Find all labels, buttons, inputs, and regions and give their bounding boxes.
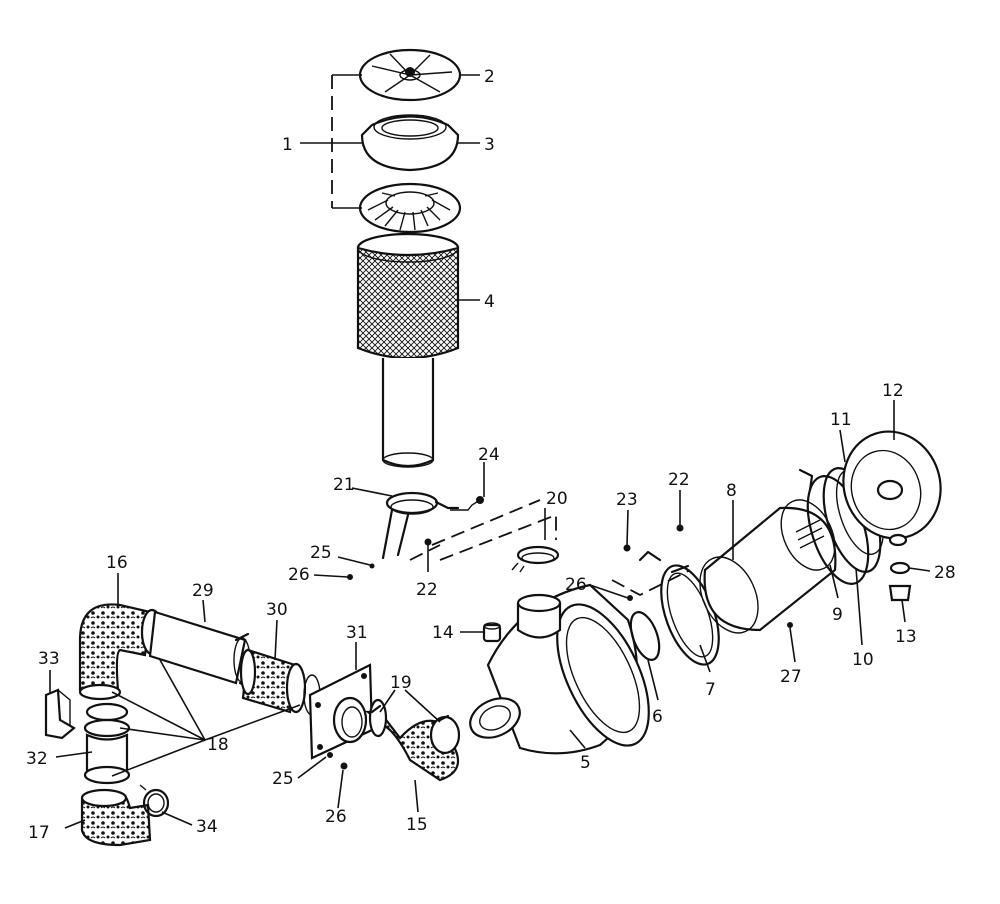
callout-25b: 25 bbox=[272, 769, 294, 789]
callout-32: 32 bbox=[26, 749, 48, 769]
callout-26a: 26 bbox=[288, 565, 310, 585]
callout-29: 29 bbox=[192, 581, 214, 601]
elbow-17 bbox=[80, 788, 152, 847]
callout-18: 18 bbox=[207, 735, 229, 755]
callout-11: 11 bbox=[830, 410, 852, 430]
plug-14 bbox=[482, 622, 502, 643]
callouts: 1 2 3 4 5 6 7 8 9 10 11 12 13 14 15 16 1… bbox=[26, 67, 956, 843]
small-fasteners-center bbox=[327, 496, 484, 770]
callout-6: 6 bbox=[652, 707, 663, 727]
clamp-20 bbox=[511, 545, 560, 573]
callout-31: 31 bbox=[346, 623, 368, 643]
callout-21: 21 bbox=[333, 475, 355, 495]
housing-5 bbox=[469, 583, 650, 755]
nuts-13-28 bbox=[888, 533, 912, 602]
callout-8: 8 bbox=[726, 481, 737, 501]
bracket-1-indicator bbox=[331, 74, 362, 209]
clamp-34 bbox=[139, 784, 170, 818]
inner-tube bbox=[381, 358, 435, 468]
callout-5: 5 bbox=[580, 753, 591, 773]
small-fasteners-right bbox=[611, 524, 793, 628]
filter-body-8 bbox=[699, 499, 837, 634]
callout-12: 12 bbox=[882, 381, 904, 401]
callout-26b: 26 bbox=[565, 575, 587, 595]
callout-16: 16 bbox=[106, 553, 128, 573]
elbow-15 bbox=[364, 698, 461, 782]
callout-1: 1 bbox=[282, 135, 293, 155]
callout-4: 4 bbox=[484, 292, 495, 312]
vertical-pipe-32 bbox=[83, 702, 131, 785]
callout-19: 19 bbox=[390, 673, 412, 693]
callout-15: 15 bbox=[406, 815, 428, 835]
callout-33: 33 bbox=[38, 649, 60, 669]
pipe-29 bbox=[148, 610, 252, 690]
callout-20: 20 bbox=[546, 489, 568, 509]
callout-2: 2 bbox=[484, 67, 495, 87]
cover-ring-3 bbox=[360, 114, 460, 172]
callout-13: 13 bbox=[895, 627, 917, 647]
callout-23: 23 bbox=[616, 490, 638, 510]
end-cap-12 bbox=[798, 430, 942, 540]
callout-9: 9 bbox=[832, 605, 843, 625]
callout-30: 30 bbox=[266, 600, 288, 620]
callout-25a: 25 bbox=[310, 543, 332, 563]
callout-27: 27 bbox=[780, 667, 802, 687]
callout-24: 24 bbox=[478, 445, 500, 465]
gasket-6 bbox=[629, 611, 661, 661]
assembly-guides bbox=[409, 499, 557, 561]
callout-10: 10 bbox=[852, 650, 874, 670]
callout-17: 17 bbox=[28, 823, 50, 843]
leader-lines bbox=[49, 74, 931, 829]
callout-7: 7 bbox=[705, 680, 716, 700]
callout-3: 3 bbox=[484, 135, 495, 155]
vane-ring bbox=[358, 182, 462, 234]
callout-14: 14 bbox=[432, 623, 454, 643]
hose-30 bbox=[239, 648, 321, 716]
clamp-21 bbox=[381, 491, 460, 560]
callout-28: 28 bbox=[934, 563, 956, 583]
callout-22a: 22 bbox=[416, 580, 438, 600]
callout-26c: 26 bbox=[325, 807, 347, 827]
filter-element-4 bbox=[356, 232, 460, 360]
rain-cap-2 bbox=[358, 48, 462, 102]
callout-34: 34 bbox=[196, 817, 218, 837]
callout-22b: 22 bbox=[668, 470, 690, 490]
flange-plate-31 bbox=[308, 663, 374, 760]
bracket-33 bbox=[44, 688, 76, 740]
